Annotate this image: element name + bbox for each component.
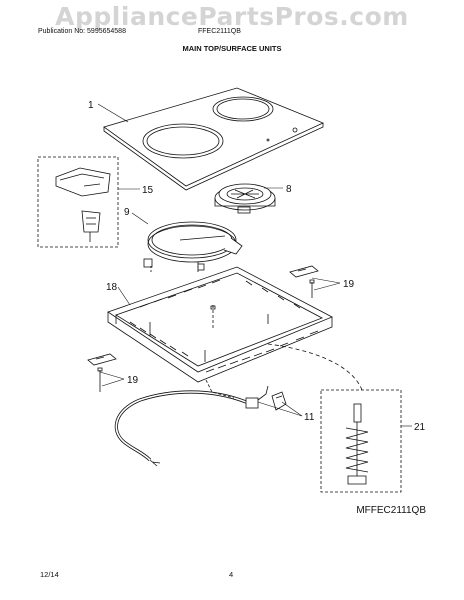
dashed-connector-element — [150, 262, 199, 272]
bracket-kit[interactable] — [37, 156, 119, 248]
watermark: AppliancePartsPros.com — [55, 2, 409, 31]
callout-19-right: 19 — [343, 279, 355, 290]
callout-15: 15 — [142, 185, 154, 196]
callout-9: 9 — [124, 207, 130, 218]
callout-19-left: 19 — [127, 375, 139, 386]
support-bracket-right[interactable] — [289, 265, 319, 298]
footer-date: 12/14 — [40, 570, 59, 579]
dashed-connector — [267, 343, 363, 391]
large-radiant-element[interactable] — [143, 221, 243, 271]
support-bracket-left[interactable] — [87, 353, 117, 392]
wire-harness[interactable] — [114, 385, 287, 467]
publication-number: Publication No: 5995654588 — [38, 28, 126, 35]
section-title: MAIN TOP/SURFACE UNITS — [182, 44, 282, 53]
glass-cooktop[interactable] — [103, 87, 325, 191]
model-number: FFEC2111QB — [198, 28, 241, 35]
callout-8: 8 — [286, 184, 292, 195]
main-top-frame[interactable] — [107, 266, 333, 383]
callout-21: 21 — [414, 422, 426, 433]
callout-1: 1 — [88, 100, 94, 111]
diagram-model-code: MFFEC2111QB — [356, 505, 426, 516]
page-number: 4 — [229, 570, 234, 579]
leader-lines — [97, 103, 412, 427]
callout-11: 11 — [304, 412, 315, 423]
small-radiant-element[interactable] — [214, 183, 276, 214]
callout-18: 18 — [106, 282, 118, 293]
spring-kit[interactable] — [320, 389, 402, 493]
